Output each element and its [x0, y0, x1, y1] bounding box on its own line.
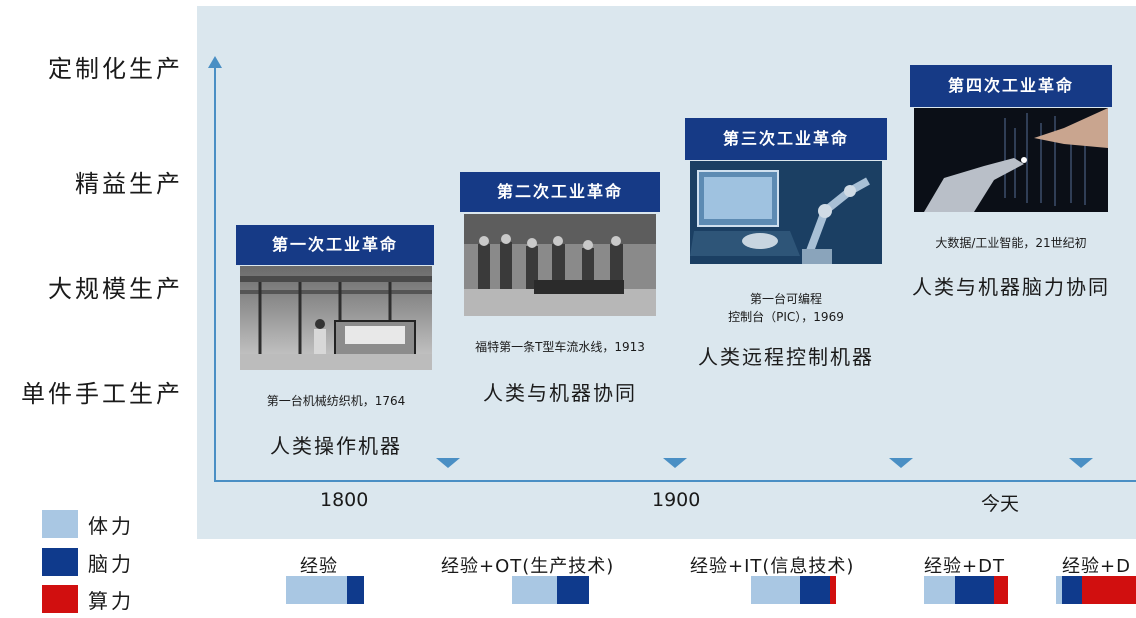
tick-marker-icon	[663, 458, 687, 468]
bar-segment-compute	[993, 576, 1008, 604]
x-label-1900: 1900	[652, 489, 701, 511]
revolution-1-phrase: 人类操作机器	[270, 434, 402, 458]
legend-swatch-mental	[42, 548, 78, 576]
tick-marker-icon	[1069, 458, 1093, 468]
bar-segment-compute	[1081, 576, 1136, 604]
bar-segment-compute	[830, 576, 836, 604]
bar-segment-physical	[512, 576, 557, 604]
bar-segment-physical	[1056, 576, 1062, 604]
x-label-today: 今天	[981, 493, 1020, 515]
y-label-craft: 单件手工生产	[21, 380, 183, 408]
revolution-2-caption: 福特第一条T型车流水线，1913	[475, 340, 645, 354]
legend-label-compute: 算力	[88, 589, 134, 613]
revolution-1-caption: 第一台机械纺织机，1764	[266, 394, 406, 408]
mode-bar	[512, 576, 589, 604]
bar-segment-mental	[556, 576, 589, 604]
bar-segment-mental	[1061, 576, 1082, 604]
revolution-3-caption-line2: 控制台（PIC），1969	[728, 310, 844, 324]
tick-marker-icon	[889, 458, 913, 468]
mode-label-ot: 经验+OT(生产技术)	[441, 556, 615, 577]
mode-label-it: 经验+IT(信息技术)	[690, 556, 855, 577]
revolution-4-phrase: 人类与机器脑力协同	[912, 275, 1110, 299]
revolution-4-caption: 大数据/工业智能，21世纪初	[935, 236, 1087, 250]
legend-label-physical: 体力	[88, 514, 134, 538]
bar-segment-physical	[751, 576, 801, 604]
mode-bar	[751, 576, 836, 604]
x-axis-line	[214, 480, 1136, 482]
plc-control-photo	[690, 161, 882, 264]
legend-label-mental: 脑力	[88, 552, 134, 576]
mode-label-experience: 经验	[300, 556, 338, 577]
y-label-lean: 精益生产	[75, 170, 183, 198]
textile-machine-photo	[240, 266, 432, 370]
bar-segment-mental	[955, 576, 994, 604]
mode-bar	[286, 576, 364, 604]
legend-swatch-compute	[42, 585, 78, 613]
mode-bar	[924, 576, 1008, 604]
bar-segment-physical	[924, 576, 956, 604]
ai-robot-hand-photo	[914, 108, 1108, 212]
assembly-line-photo	[464, 214, 656, 316]
mode-bar	[1056, 576, 1136, 604]
y-axis-arrow-icon	[208, 56, 222, 68]
revolution-3-caption-line1: 第一台可编程	[749, 292, 822, 306]
y-label-custom: 定制化生产	[48, 55, 183, 83]
revolution-3-banner: 第三次工业革命	[685, 118, 887, 160]
mode-label-dt: 经验+DT	[924, 556, 1005, 577]
mode-label-d: 经验+D	[1062, 556, 1131, 577]
revolution-3-phrase: 人类远程控制机器	[698, 345, 874, 369]
y-axis-line	[214, 64, 216, 481]
x-label-1800: 1800	[320, 489, 369, 511]
y-label-mass: 大规模生产	[48, 275, 183, 303]
bar-segment-mental	[800, 576, 831, 604]
bar-segment-physical	[286, 576, 347, 604]
revolution-2-banner: 第二次工业革命	[460, 172, 660, 212]
revolution-2-phrase: 人类与机器协同	[483, 381, 637, 405]
bar-segment-mental	[346, 576, 364, 604]
revolution-1-banner: 第一次工业革命	[236, 225, 434, 265]
tick-marker-icon	[436, 458, 460, 468]
revolution-4-banner: 第四次工业革命	[910, 65, 1112, 107]
legend-swatch-physical	[42, 510, 78, 538]
